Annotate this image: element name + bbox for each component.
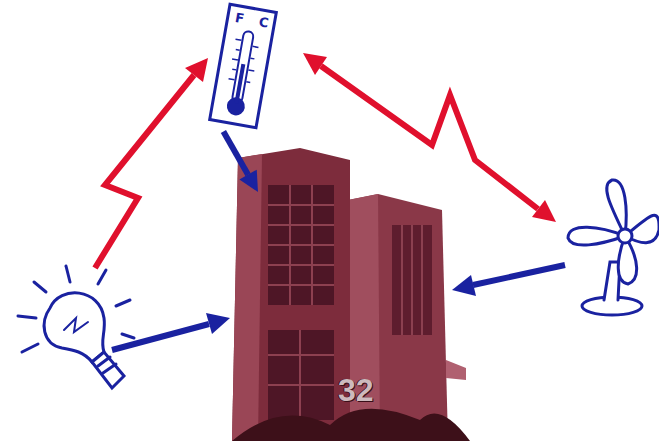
building: 32 [238, 150, 450, 441]
scale-letter: F [234, 10, 245, 26]
scale-letter: C [258, 14, 270, 30]
building-number: 32 [338, 372, 374, 409]
building-photo [232, 148, 470, 441]
light-bulb [18, 266, 134, 388]
feedback-arrows [95, 53, 556, 268]
thermometer: FC [208, 3, 278, 130]
influence-arrow [223, 131, 258, 192]
desk-fan [568, 180, 659, 315]
influence-arrows [112, 265, 565, 350]
